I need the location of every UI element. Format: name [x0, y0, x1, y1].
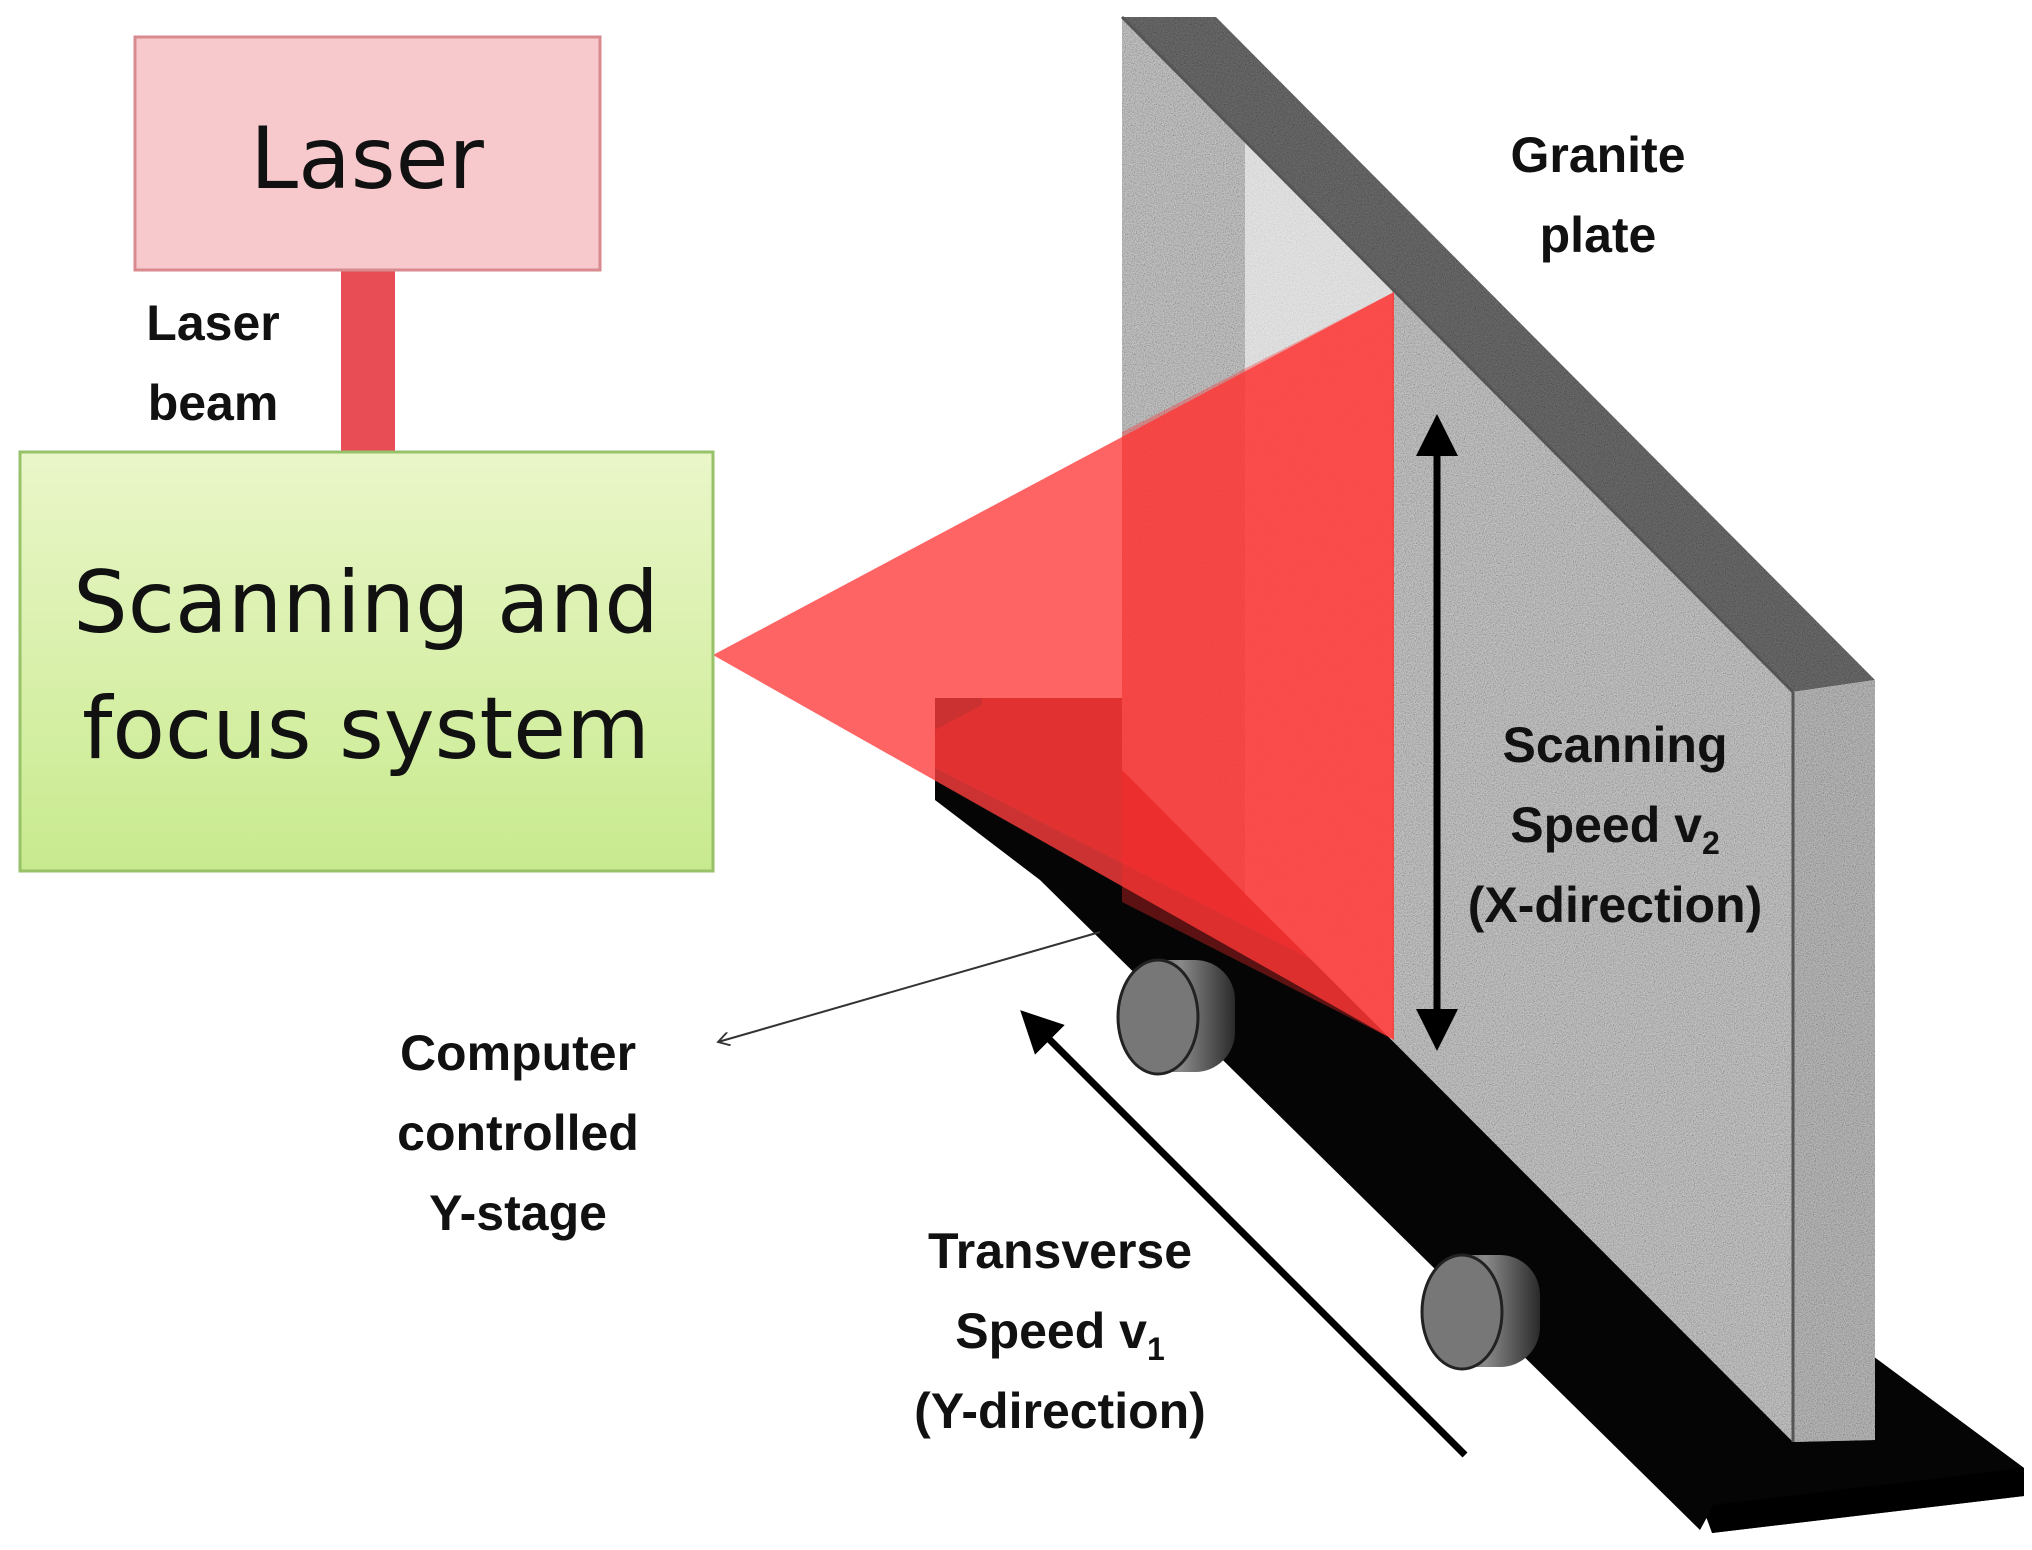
y-stage-label-line2: controlled: [397, 1105, 639, 1161]
laser-box-rect: [133, 35, 602, 272]
scanning-speed-line2: Speed v2: [1510, 797, 1720, 861]
granite-plate-label: Granite plate: [1510, 127, 1685, 263]
transverse-speed-sub: 1: [1147, 1331, 1165, 1367]
scanning-speed-line3: (X-direction): [1468, 877, 1762, 933]
transverse-speed-line3: (Y-direction): [914, 1383, 1206, 1439]
laser-sheet: [713, 292, 1394, 1040]
transverse-speed-line2: Speed v1: [955, 1303, 1165, 1367]
laser-box: Laser: [133, 35, 602, 272]
transverse-speed-line1: Transverse: [928, 1223, 1192, 1279]
laser-cone-highlight: [1122, 292, 1394, 1040]
y-stage-label: Computer controlled Y-stage: [397, 1025, 639, 1241]
laser-beam-label-line1: Laser: [146, 295, 279, 351]
y-stage-pointer: [718, 931, 1101, 1042]
scanning-speed-label: Scanning Speed v2 (X-direction): [1468, 717, 1762, 933]
transverse-speed-main: Speed v: [955, 1303, 1147, 1359]
granite-edge: [1122, 17, 1875, 692]
laser-beam: [341, 270, 395, 453]
scanning-focus-rect: [18, 450, 715, 873]
wheel-rear: [1420, 1253, 1540, 1371]
granite-label-line2: plate: [1540, 207, 1657, 263]
wheel-front: [1116, 958, 1235, 1076]
scanning-focus-line1: Scanning and: [73, 553, 659, 653]
stage-wheels: [1116, 958, 1540, 1371]
stage-end-face: [1712, 1468, 2024, 1533]
laser-box-label: Laser: [250, 109, 484, 209]
scanning-speed-main: Speed v: [1510, 797, 1702, 853]
y-stage-label-line1: Computer: [400, 1025, 636, 1081]
y-direction-arrow: [1020, 1010, 1468, 1458]
transverse-speed-label: Transverse Speed v1 (Y-direction): [914, 1223, 1206, 1439]
granite-side: [1793, 680, 1875, 1442]
laser-beam-label-line2: beam: [148, 375, 279, 431]
laser-beam-label: Laser beam: [146, 295, 279, 431]
scanning-speed-sub: 2: [1702, 825, 1720, 861]
laser-cone: [713, 292, 1394, 1040]
scanning-focus-line2: focus system: [82, 679, 650, 779]
scanning-speed-line1: Scanning: [1502, 717, 1727, 773]
scanning-focus-box: Scanning and focus system: [18, 450, 715, 873]
granite-label-line1: Granite: [1510, 127, 1685, 183]
y-stage-label-line3: Y-stage: [429, 1185, 607, 1241]
